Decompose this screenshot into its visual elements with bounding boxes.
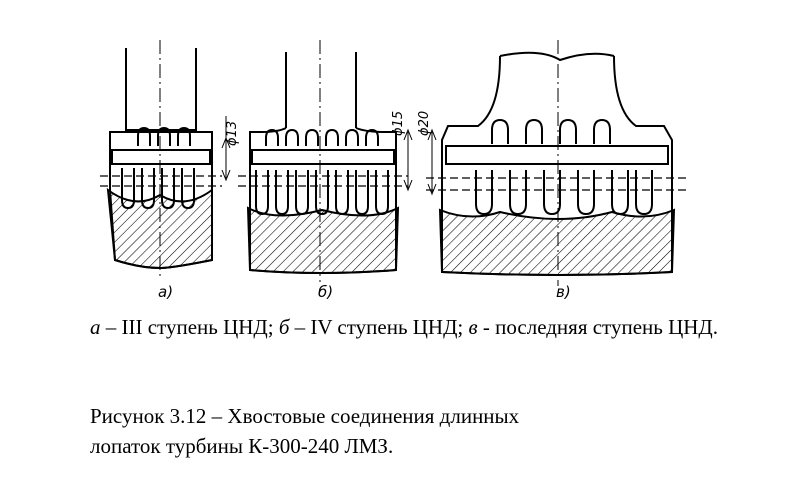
figure-legend: а – III ступень ЦНД; б – IV ступень ЦНД;… [90, 312, 750, 343]
figure-caption: Рисунок 3.12 – Хвостовые соединения длин… [90, 401, 690, 461]
caption-line-1: Рисунок 3.12 – Хвостовые соединения длин… [90, 404, 520, 428]
dimension-label-15: ϕ15 [391, 111, 406, 136]
root-variant-a [100, 40, 231, 278]
label-variant-v: в) [556, 283, 571, 301]
legend-text-a: – III ступень ЦНД; [100, 315, 279, 339]
legend-text-b: – IV ступень ЦНД; [289, 315, 469, 339]
caption-line-2: лопаток турбины К-300-240 ЛМЗ. [90, 434, 394, 458]
legend-text-v: - последняя ступень ЦНД. [477, 315, 718, 339]
legend-letter-a: а [90, 315, 101, 339]
blade-root-drawing: а) б) в) ϕ13 ϕ15 ϕ20 [100, 40, 686, 301]
label-variant-b: б) [318, 283, 333, 301]
label-variant-a: а) [158, 283, 173, 301]
dimension-label-13: ϕ13 [225, 121, 240, 146]
legend-letter-v: в [468, 315, 478, 339]
root-variant-b [238, 40, 413, 282]
legend-letter-b: б [278, 315, 290, 339]
dimension-label-20: ϕ20 [417, 111, 432, 136]
root-variant-v [426, 40, 686, 286]
